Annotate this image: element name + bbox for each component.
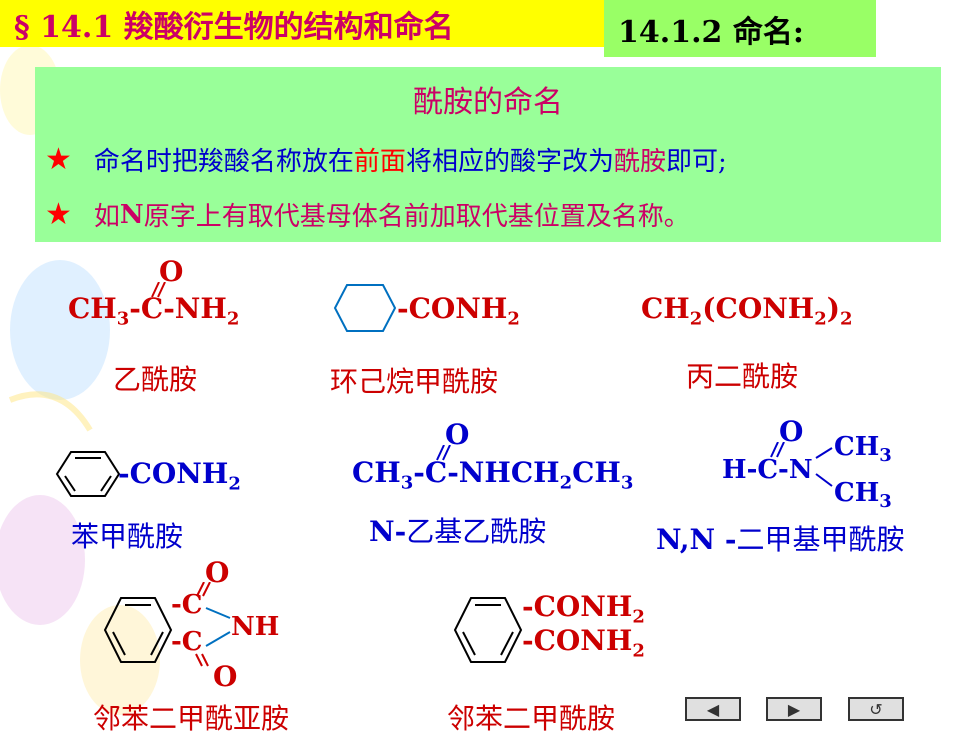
n-ethylacetamide-formula: CH3-C-NHCH2CH3 [352, 456, 634, 494]
cyclohexanecarboxamide-name: 环己烷甲酰胺 [330, 365, 499, 398]
rule-1-text-b: 前面 [353, 147, 406, 177]
acetamide-oxygen: O [159, 255, 184, 288]
dmf-methyl-top: CH3 [834, 432, 892, 467]
subsection-title: 14.1.2 命名: [618, 14, 804, 50]
phthalamide-group-top: -CONH2 [522, 590, 645, 628]
return-arrow-icon: ↺ [869, 699, 883, 719]
phthalamide-name: 邻苯二甲酰胺 [447, 702, 616, 735]
malonamide-name: 丙二酰胺 [686, 360, 799, 393]
phthalimide-nh: NH [231, 612, 280, 642]
dmf-formula: H-C-N [722, 455, 813, 485]
rule-1-text-d: 酰胺 [613, 147, 666, 177]
subsection-header: 14.1.2 命名: [604, 0, 876, 57]
n-ethylacetamide-double-bond [436, 445, 451, 461]
phthalimide-carbonyl-bottom: -C [171, 627, 203, 657]
prev-slide-button[interactable]: ◀ [685, 697, 741, 721]
phthalamide-group-bottom: -CONH2 [522, 624, 645, 662]
malonamide-formula: CH2(CONH2)2 [641, 292, 853, 330]
cyclohexane-ring-icon [333, 284, 397, 332]
phthalimide-benzene-ring-icon [103, 597, 173, 663]
rule-2-text-a: 如 [93, 202, 120, 232]
star-icon: ★ [45, 197, 72, 232]
benzene-ring-icon [55, 451, 121, 497]
benzamide-formula: -CONH2 [118, 457, 241, 495]
section-title: § 14.1 羧酸衍生物的结构和命名 [14, 9, 454, 45]
section-header: § 14.1 羧酸衍生物的结构和命名 [0, 0, 604, 47]
n-ethylacetamide-name: N-乙基乙酰胺 [369, 515, 547, 548]
acetamide-name: 乙酰胺 [113, 363, 198, 396]
phthalimide-name: 邻苯二甲酰亚胺 [93, 702, 290, 735]
phthalimide-bonds [195, 582, 231, 667]
acetamide-double-bond [151, 282, 166, 298]
phthalamide-benzene-ring-icon [453, 597, 523, 663]
naming-rules-box: 酰胺的命名 ★ 命名时把羧酸名称放在 前面 将相应的酸字改为 酰胺 即可; ★ … [35, 67, 941, 242]
rule-2-text-c: 原字上有取代基母体名前加取代基位置及名称。 [143, 202, 690, 232]
dmf-name: N,N -二甲基甲酰胺 [656, 523, 905, 556]
next-slide-button[interactable]: ▶ [766, 697, 822, 721]
acetamide-formula: CH3-C-NH2 [68, 292, 240, 330]
return-button[interactable]: ↺ [848, 697, 904, 721]
rule-1-text-a: 命名时把羧酸名称放在 [93, 147, 354, 177]
triangle-left-icon: ◀ [706, 699, 720, 719]
rule-1-text-c: 将相应的酸字改为 [405, 147, 614, 177]
cyclohexanecarboxamide-formula: -CONH2 [397, 292, 520, 330]
dmf-bonds [770, 442, 833, 487]
benzamide-name: 苯甲酰胺 [71, 520, 184, 553]
rule-2-text-b: N [119, 199, 144, 230]
star-icon: ★ [45, 142, 72, 177]
rule-1: ★ 命名时把羧酸名称放在 前面 将相应的酸字改为 酰胺 即可; [45, 141, 727, 178]
dmf-methyl-bottom: CH3 [834, 478, 892, 513]
phthalimide-oxygen-bottom: O [213, 660, 238, 693]
rule-2: ★ 如 N 原字上有取代基母体名前加取代基位置及名称。 [45, 196, 690, 233]
box-title: 酰胺的命名 [413, 85, 563, 120]
rule-1-text-e: 即可; [665, 147, 727, 177]
triangle-right-icon: ▶ [787, 699, 801, 719]
